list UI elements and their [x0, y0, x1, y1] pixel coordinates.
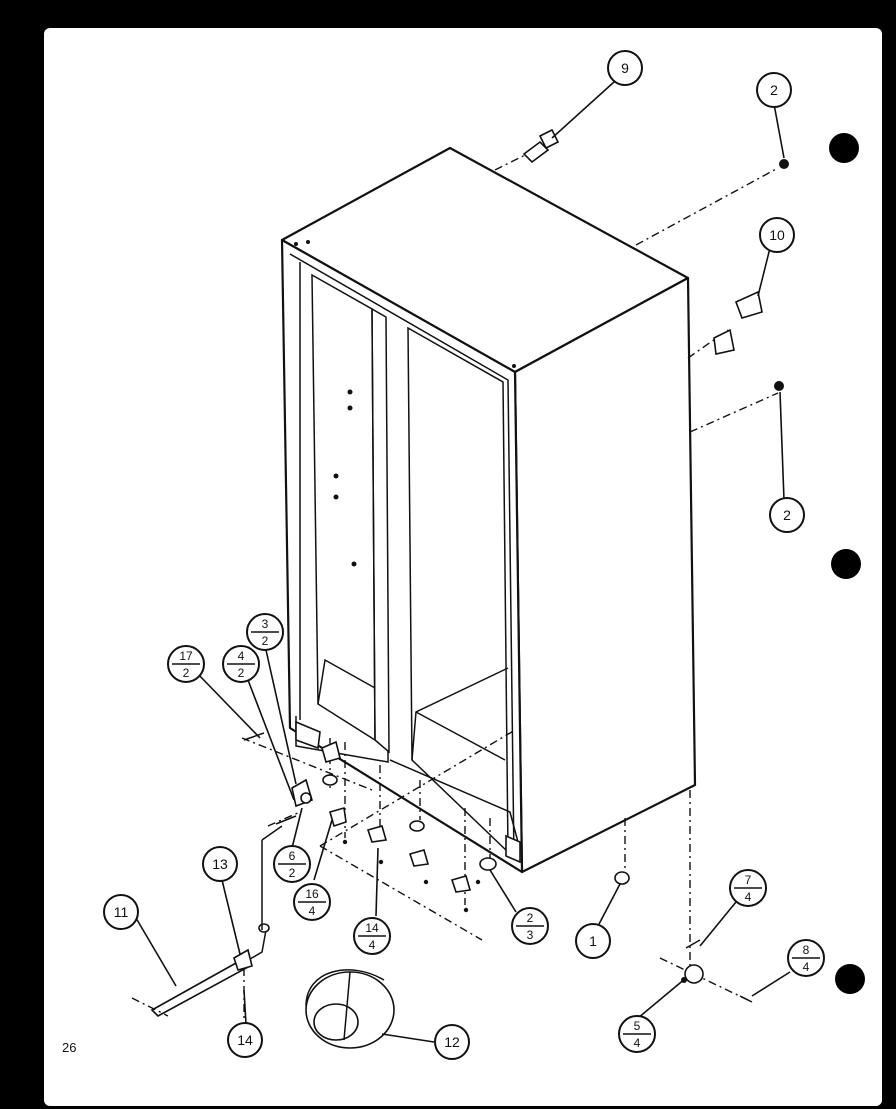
callout-3-2-top: 3 [262, 617, 269, 631]
callout-17-2-bottom: 2 [183, 666, 190, 680]
callout-11: 11 [103, 894, 139, 930]
callout-5-4-top: 5 [634, 1019, 641, 1033]
callout-14-4: 14 4 [353, 917, 391, 955]
callout-4-2: 4 2 [222, 645, 260, 683]
callout-8-4-bottom: 4 [803, 960, 810, 974]
screw-part-2-upper [779, 159, 789, 169]
callout-6-2: 6 2 [273, 845, 311, 883]
center-mullion [371, 307, 390, 754]
cabinet-front-frame [280, 238, 524, 874]
callout-14-4-top: 14 [365, 921, 379, 935]
small-parts [131, 128, 789, 1049]
callout-16-4-bottom: 4 [309, 904, 316, 918]
cabinet-side [513, 276, 697, 874]
parts-diagram: 9 2 10 2 3 2 17 2 4 2 6 2 16 4 [103, 50, 825, 1060]
callout-1-label: 1 [589, 933, 597, 949]
binder-hole-top [829, 133, 859, 163]
callout-17-2: 17 2 [167, 645, 205, 683]
callout-10: 10 [759, 217, 795, 253]
insulation-ring-part-12 [305, 969, 395, 1049]
callout-5-4-bottom: 4 [634, 1036, 641, 1050]
screw-part-2-lower [774, 381, 784, 391]
hinge-part-10 [713, 290, 763, 355]
callout-9: 9 [607, 50, 643, 86]
callout-2-lower-label: 2 [783, 507, 791, 523]
callout-12-label: 12 [444, 1034, 460, 1050]
callout-13-label: 13 [212, 856, 228, 872]
callout-14-label: 14 [237, 1032, 253, 1048]
callout-5-4: 5 4 [618, 1015, 656, 1053]
callout-14: 14 [227, 1022, 263, 1058]
callout-16-4: 16 4 [293, 883, 331, 921]
callout-11-label: 11 [114, 904, 129, 920]
callout-7-4-bottom: 4 [745, 890, 752, 904]
callout-9-label: 9 [621, 60, 629, 76]
binder-hole-bottom [835, 964, 865, 994]
callout-10-label: 10 [769, 227, 785, 243]
callout-3-2: 3 2 [246, 613, 284, 651]
plug-part-9 [522, 128, 560, 164]
callout-13: 13 [202, 846, 238, 882]
clamp-part-13 [233, 948, 253, 971]
cabinet-assembly [280, 146, 697, 874]
callout-1: 1 [575, 923, 611, 959]
callout-7-4: 7 4 [729, 869, 767, 907]
callout-14-4-bottom: 4 [369, 938, 376, 952]
binder-hole-middle [831, 549, 861, 579]
callout-2-3-top: 2 [527, 911, 534, 925]
callout-2-lower: 2 [769, 497, 805, 533]
callout-3-2-bottom: 2 [262, 634, 269, 648]
callout-4-2-top: 4 [238, 649, 245, 663]
callout-2-upper-label: 2 [770, 82, 778, 98]
callout-6-2-bottom: 2 [289, 866, 296, 880]
callout-8-4: 8 4 [787, 939, 825, 977]
diagram-sheet: 9 2 10 2 3 2 17 2 4 2 6 2 16 4 [44, 28, 882, 1106]
callout-7-4-top: 7 [745, 873, 752, 887]
leveler-bracket [321, 740, 341, 763]
callout-17-2-top: 17 [179, 649, 193, 663]
callout-12: 12 [434, 1024, 470, 1060]
callout-2-3: 2 3 [511, 907, 549, 945]
page-number: 26 [62, 1040, 77, 1055]
callout-16-4-top: 16 [305, 887, 319, 901]
callout-4-2-bottom: 2 [238, 666, 245, 680]
leader-lines [135, 81, 791, 1043]
callout-6-2-top: 6 [289, 849, 296, 863]
callout-8-4-top: 8 [803, 943, 810, 957]
callout-2-upper: 2 [756, 72, 792, 108]
callout-2-3-bottom: 3 [527, 928, 534, 942]
